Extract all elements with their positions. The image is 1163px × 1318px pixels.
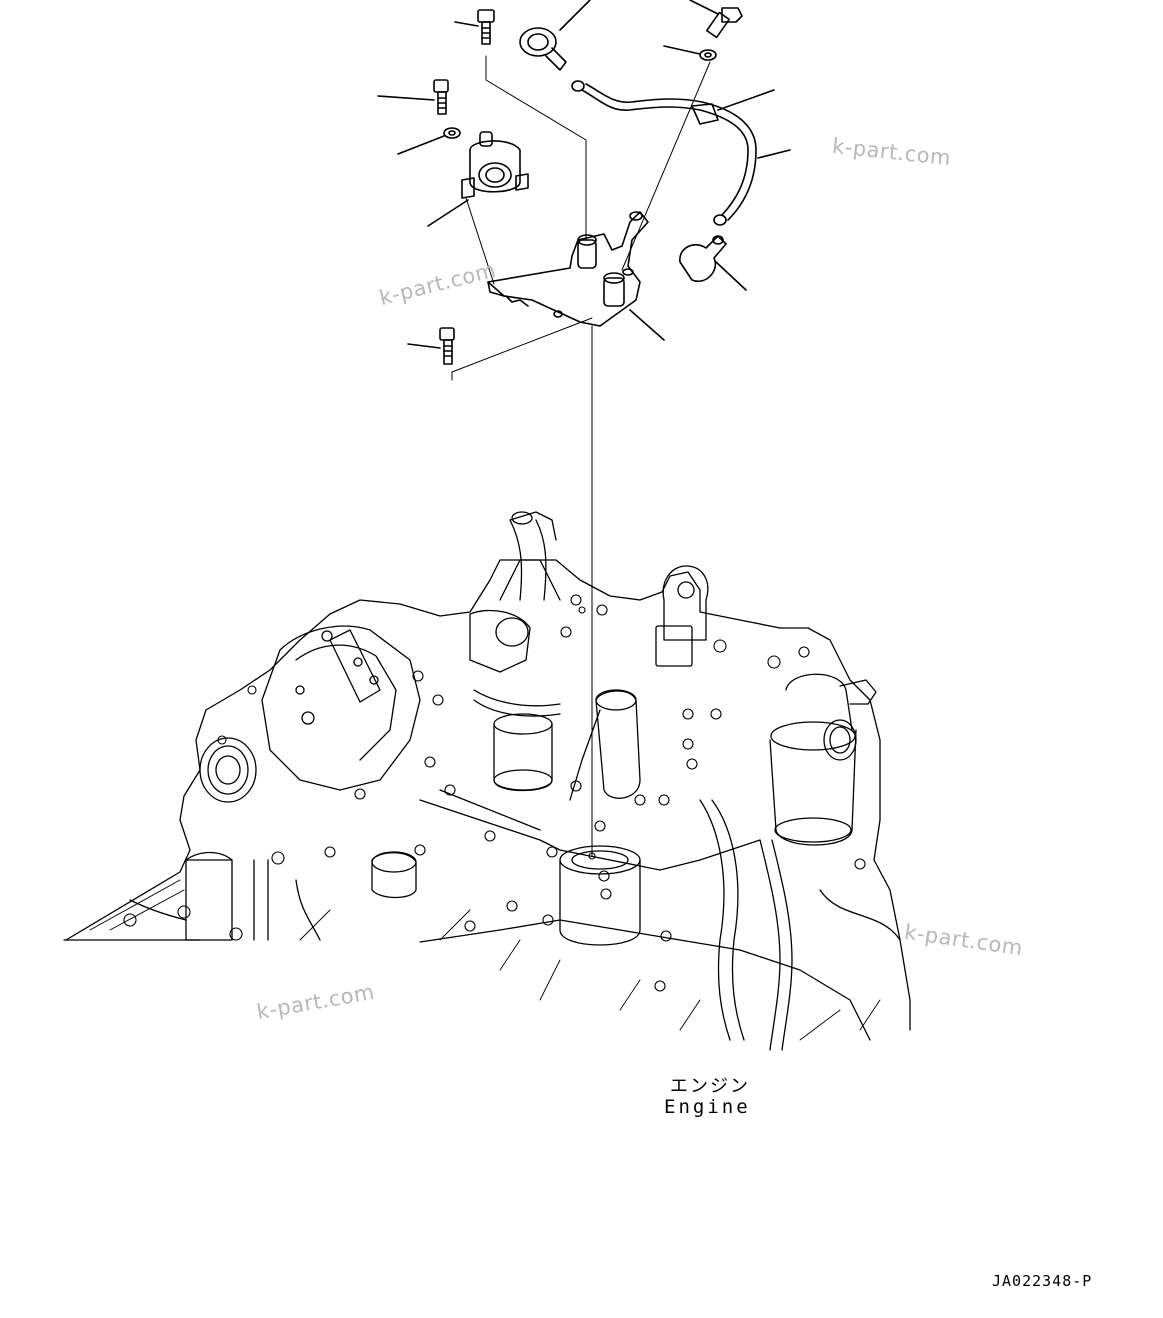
terminal-boot-lower <box>679 235 747 291</box>
bolt-top-right <box>689 0 743 39</box>
assembly-lines <box>451 55 711 857</box>
ground-cable <box>571 80 791 226</box>
bolt-left <box>377 79 449 115</box>
battery-relay <box>427 131 529 227</box>
drawing-code: JA022348-P <box>992 1272 1093 1290</box>
mounting-bracket <box>487 211 665 341</box>
engine-label-english: Engine <box>664 1096 751 1118</box>
bolt-lower <box>407 327 455 365</box>
bolt-top <box>454 9 495 45</box>
engine-assembly <box>63 511 911 1051</box>
terminal-boot-top <box>519 0 591 71</box>
washer-top-right <box>663 45 717 61</box>
washer-left <box>397 127 461 155</box>
engine-label-japanese: エンジン <box>670 1076 750 1097</box>
